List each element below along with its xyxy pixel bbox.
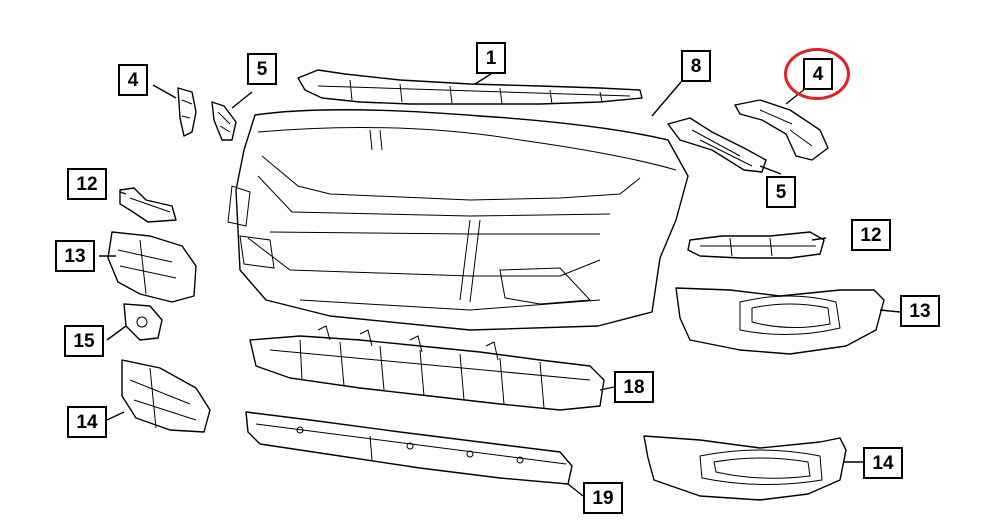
callout-13-left[interactable]: 13 <box>55 240 95 272</box>
part-5-left-bracket <box>211 101 237 141</box>
callout-14-right[interactable]: 14 <box>863 447 903 479</box>
part-4-right-bracket <box>734 99 829 161</box>
callout-12-right[interactable]: 12 <box>851 219 891 251</box>
callout-4-left[interactable]: 4 <box>118 64 148 96</box>
part-12-right-bracket <box>687 231 825 259</box>
callout-5-right[interactable]: 5 <box>766 176 796 208</box>
callout-12-left[interactable]: 12 <box>67 168 107 200</box>
part-5-right-bracket <box>667 117 767 173</box>
callout-18[interactable]: 18 <box>614 371 654 403</box>
part-19-reinforcement <box>245 411 573 485</box>
callout-1[interactable]: 1 <box>476 42 506 74</box>
part-12-left-bracket <box>119 187 177 223</box>
callout-8[interactable]: 8 <box>681 50 711 82</box>
part-18-energy-absorber <box>249 325 605 411</box>
part-1-upper-bracket <box>297 69 643 105</box>
part-13-right-bracket <box>675 287 885 355</box>
callout-19[interactable]: 19 <box>583 482 623 514</box>
part-14-right-bracket <box>643 435 847 501</box>
part-8-front-fascia <box>227 109 689 331</box>
callout-15[interactable]: 15 <box>64 325 104 357</box>
leader-lines <box>99 73 901 497</box>
part-14-left-bracket <box>121 359 211 433</box>
callout-13-right[interactable]: 13 <box>900 295 940 327</box>
callout-14-left[interactable]: 14 <box>67 406 107 438</box>
part-13-left-bracket <box>107 231 197 303</box>
part-15-bracket <box>123 303 163 341</box>
highlight-ring <box>784 48 850 100</box>
part-4-left-bracket <box>177 87 197 137</box>
callout-5-left[interactable]: 5 <box>247 53 277 85</box>
